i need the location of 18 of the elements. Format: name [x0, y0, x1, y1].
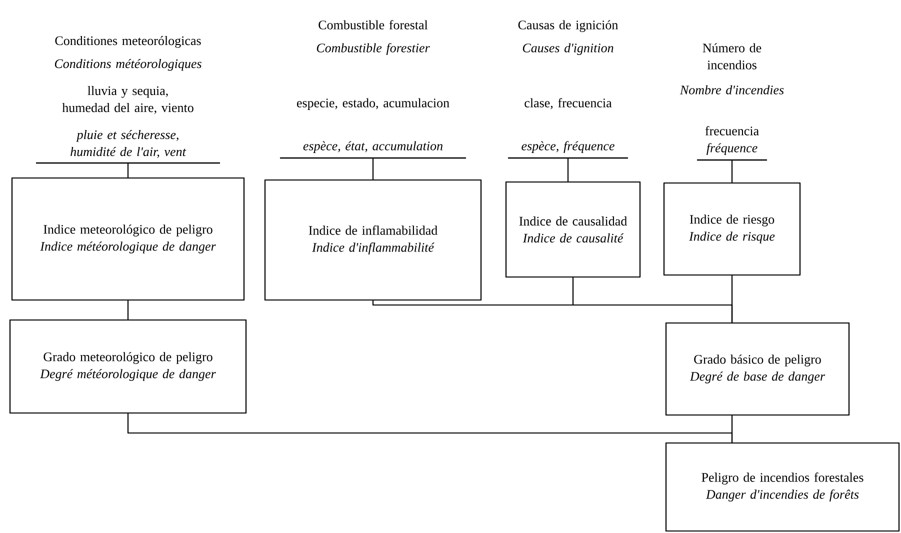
connector-line	[127, 300, 129, 320]
connector-line	[567, 158, 569, 182]
column-header: Causas de ignición Causes d'ignition clase, frecuencia espèce, fréquence	[508, 20, 628, 159]
column-header: Combustible forestal Combustible forestier especie, estado, acumulacion espèce, état, accumulation	[280, 20, 466, 159]
column-header: Número de incendios Nombre d'incendies frecuencia fréquence	[680, 43, 784, 161]
index-box: Indice de causalidad Indice de causalité	[505, 181, 641, 278]
index-box: Indice de riesgo Indice de risque	[663, 182, 801, 276]
connector-line	[731, 160, 733, 183]
connector-line	[372, 158, 374, 180]
connector-line	[731, 415, 733, 443]
connector-line	[127, 163, 129, 178]
index-box: Grado básico de peligro Degré de base de danger	[665, 322, 850, 416]
column-header: Conditiones meteorólogicas Conditions météorologiques lluvia y sequia, humedad del aire, viento pluie et sécheresse, humidité de l'air, vent	[36, 36, 220, 164]
index-box: Grado meteorológico de peligro Degré météorologique de danger	[9, 319, 247, 414]
index-box: Indice de inflamabilidad Indice d'inflammabilité	[264, 179, 482, 301]
connector-line	[731, 275, 733, 323]
index-box: Indice meteorológico de peligro Indice météorologique de danger	[11, 177, 245, 301]
index-box: Peligro de incendios forestales Danger d'incendies de forêts	[665, 442, 900, 532]
